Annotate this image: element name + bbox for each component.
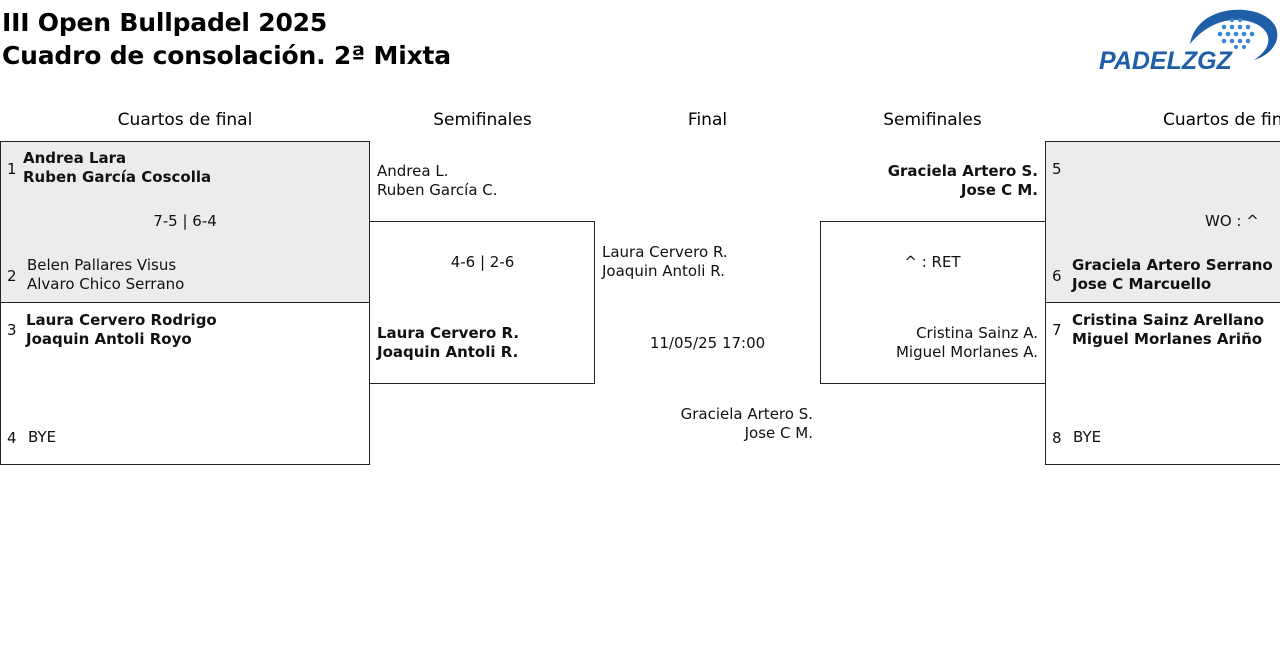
player-name: Jose C Marcuello xyxy=(1072,275,1212,293)
player-name: Laura Cervero R. xyxy=(602,243,728,261)
match-box-left-qf1 xyxy=(0,141,370,303)
padelzgz-logo: PADELZGZ xyxy=(1098,8,1280,75)
page-title: III Open Bullpadel 2025 xyxy=(2,8,328,37)
heading-semifinals-left: Semifinales xyxy=(433,110,532,130)
padelzgz-logo-graphic: PADELZGZ xyxy=(1099,9,1278,75)
seed-number: 1 xyxy=(7,160,17,178)
player-name: Andrea Lara xyxy=(23,149,127,167)
player-name: Ruben García Coscolla xyxy=(23,168,212,186)
bye-label: BYE xyxy=(28,428,57,446)
player-name: Joaquin Antoli R. xyxy=(602,262,725,280)
match-score: 4-6 | 2-6 xyxy=(450,253,515,271)
final-datetime: 11/05/25 17:00 xyxy=(649,334,766,352)
team-right-sf-b: Cristina Sainz A. Miguel Morlanes A. xyxy=(896,324,1038,362)
team-left-qf1-a: Andrea Lara Ruben García Coscolla xyxy=(23,149,211,187)
seed-number: 5 xyxy=(1052,160,1062,178)
match-score: ^ : RET xyxy=(904,253,961,271)
seed-number: 6 xyxy=(1052,267,1062,285)
match-box-right-qf2 xyxy=(1045,302,1280,465)
seed-number: 7 xyxy=(1052,321,1062,339)
player-name: Andrea L. xyxy=(377,162,449,180)
player-name: Alvaro Chico Serrano xyxy=(27,275,185,293)
team-left-qf2-b: BYE xyxy=(28,428,56,447)
team-right-sf-a: Graciela Artero S. Jose C M. xyxy=(888,162,1038,200)
player-name: Joaquin Antoli R. xyxy=(377,343,519,361)
seed-number: 4 xyxy=(7,429,17,447)
player-name: Laura Cervero Rodrigo xyxy=(26,311,217,329)
heading-quarterfinals-right: Cuartos de fin xyxy=(1163,110,1280,130)
team-right-qf2-a: Cristina Sainz Arellano Miguel Morlanes … xyxy=(1072,311,1264,349)
player-name: Jose C M. xyxy=(744,424,813,442)
match-score: WO : ^ xyxy=(1205,212,1259,230)
player-name: Joaquin Antoli Royo xyxy=(26,330,192,348)
player-name: Miguel Morlanes Ariño xyxy=(1072,330,1263,348)
player-name: Cristina Sainz Arellano xyxy=(1072,311,1265,329)
seed-number: 8 xyxy=(1052,429,1062,447)
match-box-left-sf xyxy=(369,221,595,384)
team-left-sf-a: Andrea L. Ruben García C. xyxy=(377,162,498,200)
player-name: Laura Cervero R. xyxy=(377,324,520,342)
player-name: Ruben García C. xyxy=(377,181,498,199)
logo-text: PADELZGZ xyxy=(1099,47,1234,74)
team-right-qf2-b: BYE xyxy=(1073,428,1101,447)
seed-number: 2 xyxy=(7,267,17,285)
player-name: Belen Pallares Visus xyxy=(27,256,177,274)
heading-final: Final xyxy=(687,110,728,130)
player-name: Graciela Artero S. xyxy=(680,405,813,423)
page-subtitle: Cuadro de consolación. 2ª Mixta xyxy=(2,41,451,70)
match-box-right-qf1 xyxy=(1045,141,1280,303)
player-name: Miguel Morlanes A. xyxy=(895,343,1038,361)
team-left-qf1-b: Belen Pallares Visus Alvaro Chico Serran… xyxy=(27,256,184,294)
team-final-a: Laura Cervero R. Joaquin Antoli R. xyxy=(602,243,728,281)
heading-quarterfinals-left: Cuartos de final xyxy=(117,110,253,130)
team-final-b: Graciela Artero S. Jose C M. xyxy=(681,405,813,443)
team-right-qf1-b: Graciela Artero Serrano Jose C Marcuello xyxy=(1072,256,1273,294)
bye-label: BYE xyxy=(1073,428,1102,446)
match-score: 7-5 | 6-4 xyxy=(153,212,217,230)
heading-semifinals-right: Semifinales xyxy=(883,110,982,130)
player-name: Jose C M. xyxy=(960,181,1038,199)
team-left-qf2-a: Laura Cervero Rodrigo Joaquin Antoli Roy… xyxy=(26,311,217,349)
seed-number: 3 xyxy=(7,321,17,339)
player-name: Cristina Sainz A. xyxy=(916,324,1038,342)
team-left-sf-b: Laura Cervero R. Joaquin Antoli R. xyxy=(377,324,519,362)
player-name: Graciela Artero Serrano xyxy=(1072,256,1273,274)
player-name: Graciela Artero S. xyxy=(887,162,1038,180)
